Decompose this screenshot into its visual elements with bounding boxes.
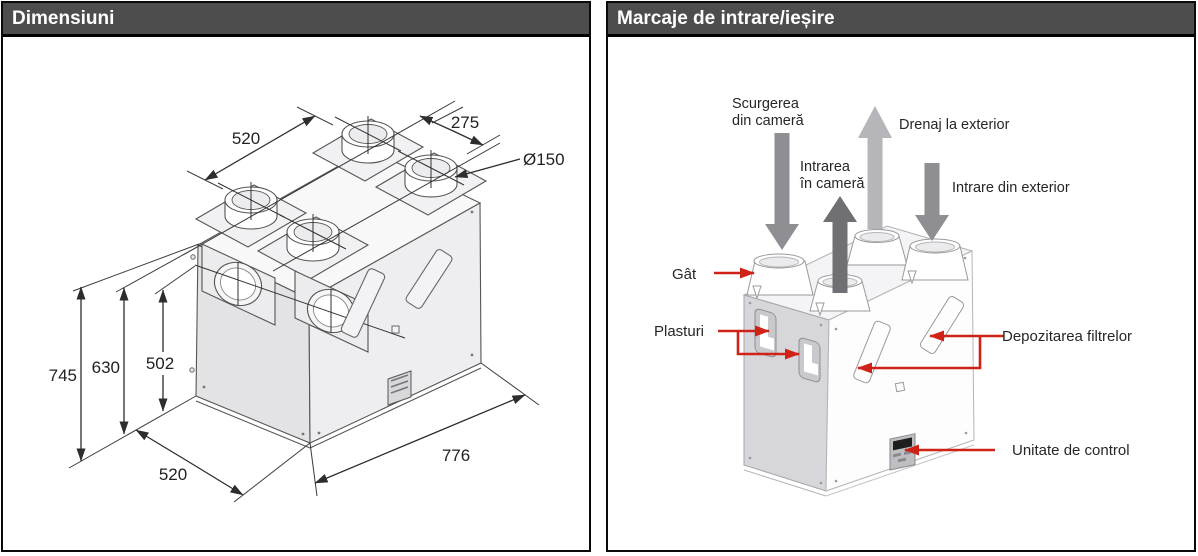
filter-callout-arrow-2 [857,336,982,374]
label-patches: Plasturi [654,323,704,340]
exhaust-from-room-arrow [765,133,799,250]
markings-drawing: Scurgerea din cameră Drenaj la exterior … [654,96,1132,497]
dim-top-width: 520 [232,129,260,148]
label-intake: Intrare din exterior [952,180,1070,196]
dimension-annotations: 520 275 Ø150 745 630 502 [49,106,565,503]
label-control-unit: Unitate de control [1012,442,1130,459]
label-neck: Gât [672,266,697,283]
neck-collars [746,229,969,317]
label-drain: Drenaj la exterior [899,117,1010,133]
dim-depth: 776 [442,446,470,465]
dim-bottom-width: 520 [159,465,187,484]
control-unit [889,433,916,471]
callout-arrows [714,267,1004,456]
supply-to-room-arrow [823,196,857,293]
label-exhaust-line2: din cameră [732,113,805,129]
dimensions-drawing: 520 275 Ø150 745 630 502 [49,100,565,503]
spigot-centerlines [182,100,501,272]
markings-panel-title: Marcaje de intrare/ieșire [608,3,1194,37]
label-exhaust-line1: Scurgerea [732,96,800,112]
markings-panel: Marcaje de intrare/ieșire [606,1,1196,552]
label-supply-line2: în cameră [799,176,865,192]
dimensions-panel-title: Dimensiuni [3,3,589,37]
dim-diameter: Ø150 [523,150,565,169]
drain-out-arrow [858,106,892,229]
dim-height-port: 502 [146,354,174,373]
marking-labels: Scurgerea din cameră Drenaj la exterior … [654,96,1132,459]
filter-slot-covers [340,249,453,406]
label-filter-storage: Depozitarea filtrelor [1002,328,1132,345]
intake-from-exterior-arrow [915,163,949,241]
label-supply-line1: Intrarea [800,159,851,175]
patches-callout-arrow-2 [736,331,800,360]
dim-height-case: 630 [92,358,120,377]
dim-port-spacing: 275 [451,113,479,132]
dim-height-total: 745 [49,366,77,385]
dimensions-panel: Dimensiuni [1,1,591,552]
